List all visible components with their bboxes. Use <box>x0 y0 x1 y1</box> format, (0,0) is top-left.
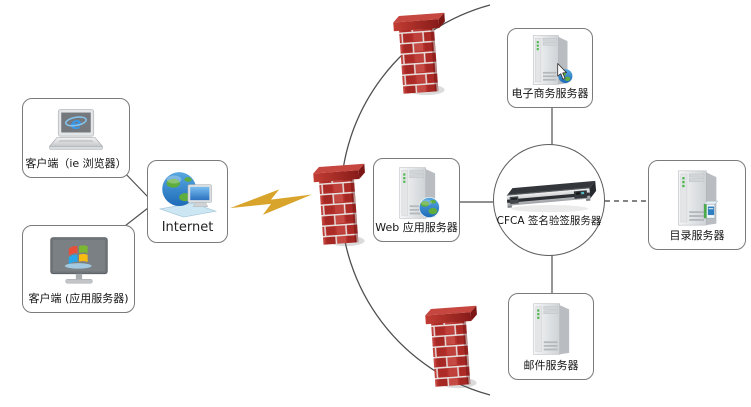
globe-computer-icon <box>151 166 224 221</box>
tower-server-directory-icon <box>652 166 742 230</box>
node-web-app-server: Web 应用服务器 <box>373 158 460 242</box>
node-internet: Internet <box>147 160 228 243</box>
node-client-browser-label: 客户端（ie 浏览器） <box>25 156 127 170</box>
node-mail-server-label: 邮件服务器 <box>523 358 579 372</box>
node-directory-server-label: 目录服务器 <box>669 228 725 242</box>
monitor-windows-icon <box>26 231 131 293</box>
firewall-icon-middle <box>313 157 369 253</box>
firewall-icon-top <box>393 6 449 102</box>
node-client-browser: 客户端（ie 浏览器） <box>22 98 130 178</box>
node-internet-label: Internet <box>161 219 214 235</box>
node-cfca-server-label: CFCA 签名验签服务器 <box>496 215 602 228</box>
node-ecommerce-server: 电子商务服务器 <box>507 28 593 108</box>
lightning-bolt-icon <box>230 189 312 215</box>
tower-server-icon <box>512 299 590 360</box>
node-web-app-server-label: Web 应用服务器 <box>375 220 458 234</box>
firewall-icon-bottom <box>425 299 481 395</box>
node-client-app: 客户端 (应用服务器) <box>22 225 135 313</box>
node-directory-server: 目录服务器 <box>648 160 746 250</box>
laptop-ie-icon <box>26 104 126 158</box>
tower-server-cursor-icon <box>511 32 589 88</box>
rack-server-icon <box>501 176 597 214</box>
node-cfca-server: CFCA 签名验签服务器 <box>493 144 605 256</box>
tower-server-globe-icon <box>377 164 456 222</box>
node-ecommerce-server-label: 电子商务服务器 <box>511 86 589 100</box>
node-client-app-label: 客户端 (应用服务器) <box>28 291 129 305</box>
node-mail-server: 邮件服务器 <box>508 293 594 380</box>
